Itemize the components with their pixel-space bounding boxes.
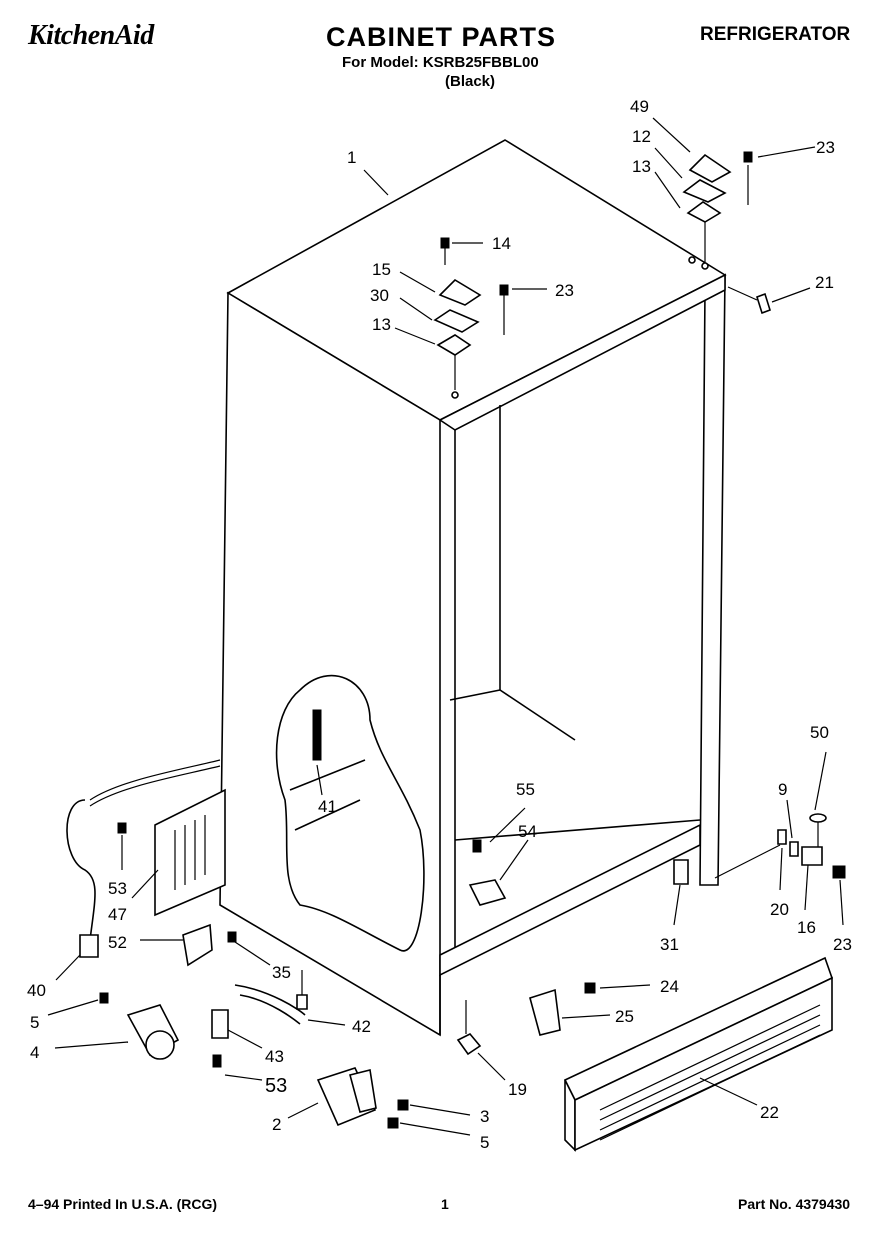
callout-12: 12 xyxy=(632,127,651,146)
callout-53-upper: 53 xyxy=(108,879,127,898)
condenser-coil-part-41 xyxy=(312,709,323,796)
callout-40: 40 xyxy=(27,981,46,1000)
callout-35: 35 xyxy=(272,963,291,982)
callout-50: 50 xyxy=(810,723,829,742)
callout-53-lower: 53 xyxy=(265,1075,287,1097)
callout-3: 3 xyxy=(480,1107,489,1126)
callout-20: 20 xyxy=(770,900,789,919)
leveler-part-19 xyxy=(456,1033,482,1056)
callout-13-top-left: 13 xyxy=(372,315,391,334)
callout-31: 31 xyxy=(660,935,679,954)
callout-23-right: 23 xyxy=(833,935,852,954)
page-title: CABINET PARTS xyxy=(326,22,557,52)
bracket-part-31 xyxy=(673,859,689,885)
callout-13-top-right: 13 xyxy=(632,157,651,176)
screw-part-24 xyxy=(584,982,596,994)
callout-14: 14 xyxy=(492,234,511,253)
footer-print-info: 4–94 Printed In U.S.A. (RCG) xyxy=(28,1196,218,1212)
roller-part-4 xyxy=(99,992,180,1060)
callout-5-right: 5 xyxy=(480,1133,489,1152)
callout-5-left: 5 xyxy=(30,1013,39,1032)
callout-25: 25 xyxy=(615,1007,634,1026)
callout-23-top-right: 23 xyxy=(816,138,835,157)
callout-30: 30 xyxy=(370,286,389,305)
color-label: (Black) xyxy=(445,73,496,90)
callout-23-top-left: 23 xyxy=(555,281,574,300)
bracket-part-52 xyxy=(182,923,213,967)
callout-9: 9 xyxy=(778,780,787,799)
bracket-part-54 xyxy=(468,879,507,906)
callout-54: 54 xyxy=(518,822,537,841)
top-hinge-assembly-right xyxy=(682,151,753,270)
leader-lines xyxy=(47,117,844,1136)
hinge-pin-part-21 xyxy=(756,292,771,315)
callout-47: 47 xyxy=(108,905,127,924)
callout-15: 15 xyxy=(372,260,391,279)
screw-part-35 xyxy=(227,931,237,943)
callout-42: 42 xyxy=(352,1017,371,1036)
toe-grille-part-22 xyxy=(563,956,833,1152)
brand-logo: KitchenAid xyxy=(28,20,154,51)
screw-part-55 xyxy=(472,839,482,853)
callout-52: 52 xyxy=(108,933,127,952)
callout-16: 16 xyxy=(797,918,816,937)
footer-part-number: Part No. 4379430 xyxy=(738,1196,851,1212)
callout-2: 2 xyxy=(272,1115,281,1134)
callout-19: 19 xyxy=(508,1080,527,1099)
callout-21: 21 xyxy=(815,273,834,292)
callout-24: 24 xyxy=(660,977,679,996)
drain-tube-part-42 xyxy=(211,970,308,1068)
category-label: REFRIGERATOR xyxy=(700,24,851,45)
bracket-part-25 xyxy=(529,988,561,1036)
cabinet-body xyxy=(219,139,727,1037)
callout-43: 43 xyxy=(265,1047,284,1066)
callout-55: 55 xyxy=(516,780,535,799)
callout-1: 1 xyxy=(347,148,356,167)
callout-4: 4 xyxy=(30,1043,39,1062)
callout-numbers: 1 49 12 13 23 14 15 30 13 23 21 41 55 54… xyxy=(27,97,852,1152)
top-hinge-assembly-left xyxy=(433,237,509,399)
footer-page-number: 1 xyxy=(441,1196,449,1212)
model-number: For Model: KSRB25FBBL00 xyxy=(342,54,539,71)
callout-41: 41 xyxy=(318,797,337,816)
power-cord-and-relay xyxy=(66,759,226,958)
callout-49: 49 xyxy=(630,97,649,116)
callout-22: 22 xyxy=(760,1103,779,1122)
right-bracket-assembly xyxy=(714,813,846,879)
roller-bracket-part-2 xyxy=(316,1067,409,1129)
